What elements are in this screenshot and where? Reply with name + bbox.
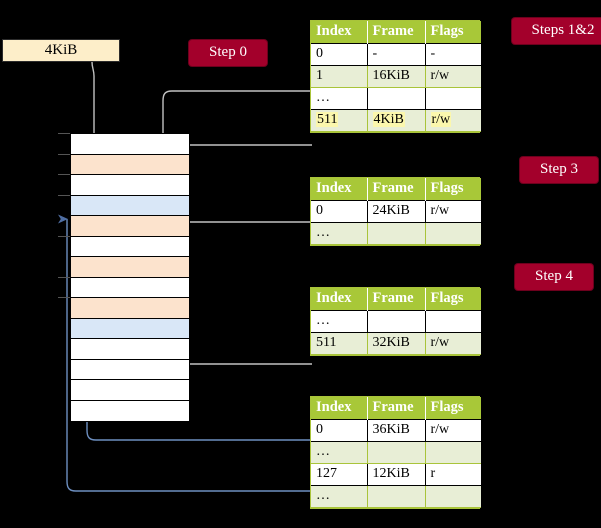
cell-frame (367, 222, 426, 245)
column-header-frame: Frame (367, 288, 426, 311)
table-row: … (311, 310, 481, 333)
cell-frame (367, 87, 426, 110)
column-header-index: Index (311, 178, 368, 201)
cell-flags: r/w (425, 419, 481, 442)
memory-tick (58, 174, 70, 175)
column-header-index: Index (311, 397, 368, 420)
column-header-index: Index (311, 288, 368, 311)
cell-frame (367, 485, 426, 508)
cell-flags (425, 441, 481, 464)
memory-tick (58, 195, 70, 196)
badge-step-3: Step 3 (520, 157, 598, 183)
cell-flags: r/w (425, 332, 481, 355)
cell-frame: 32KiB (367, 332, 426, 355)
cell-frame (367, 310, 426, 333)
column-header-frame: Frame (367, 21, 426, 44)
cell-index: 127 (311, 463, 368, 486)
memory-tick (58, 154, 70, 155)
cell-index: 511 (311, 332, 368, 355)
cell-index: 0 (311, 43, 368, 66)
cell-index: … (311, 87, 368, 110)
memory-tick (58, 133, 70, 134)
highlighted-value: r/w (430, 112, 452, 127)
cell-flags (425, 222, 481, 245)
cell-index: 0 (311, 200, 368, 223)
memory-frame-row (71, 277, 189, 298)
highlighted-value: 511 (316, 112, 339, 127)
cell-frame: 12KiB (367, 463, 426, 486)
cell-flags: r (425, 463, 481, 486)
column-header-frame: Frame (367, 178, 426, 201)
cell-flags: r/w (425, 65, 481, 88)
cell-frame: - (367, 43, 426, 66)
memory-frame-row (71, 380, 189, 401)
badge-step-4: Step 4 (515, 264, 593, 290)
memory-frame-row (71, 175, 189, 196)
table-row: … (311, 222, 481, 245)
cell-flags (425, 87, 481, 110)
memory-tick (58, 297, 70, 298)
memory-frame-row (71, 236, 189, 257)
memory-frame-row (71, 359, 189, 380)
cell-index: … (311, 222, 368, 245)
virtual-page-label: 4KiB (44, 42, 78, 58)
cell-frame: 16KiB (367, 65, 426, 88)
wire-pdpt-to-frame (175, 221, 312, 262)
cell-flags: - (425, 43, 481, 66)
badge-step-0: Step 0 (189, 40, 267, 66)
memory-tick (58, 277, 70, 278)
memory-frame-row (71, 318, 189, 339)
memory-frame-row (71, 298, 189, 319)
cell-flags (425, 485, 481, 508)
memory-frame-row (71, 400, 189, 421)
cell-index: 0 (311, 419, 368, 442)
column-header-flags: Flags (425, 21, 481, 44)
virtual-page-box: 4KiB (2, 39, 120, 62)
badge-steps-1-2: Steps 1&2 (512, 18, 601, 44)
cell-index: 511 (311, 109, 368, 132)
table-row: … (311, 441, 481, 464)
memory-frame-row (71, 134, 189, 155)
cell-frame (367, 441, 426, 464)
column-header-flags: Flags (425, 288, 481, 311)
cell-index: … (311, 310, 368, 333)
cell-flags: r/w (425, 200, 481, 223)
memory-tick (58, 236, 70, 237)
column-header-index: Index (311, 21, 368, 44)
cell-index: … (311, 485, 368, 508)
highlighted-value: 4KiB (372, 112, 405, 127)
table-row: 0-- (311, 43, 481, 66)
cell-index: 1 (311, 65, 368, 88)
memory-frame-row (71, 154, 189, 175)
table-row: 511 4KiB r/w (311, 109, 481, 132)
table-row: … (311, 485, 481, 508)
cell-frame: 36KiB (367, 419, 426, 442)
column-header-flags: Flags (425, 178, 481, 201)
memory-frame-row (71, 339, 189, 360)
column-header-flags: Flags (425, 397, 481, 420)
cell-flags (425, 310, 481, 333)
cell-frame: 24KiB (367, 200, 426, 223)
memory-frame-row (71, 216, 189, 237)
cell-frame: 4KiB (367, 109, 426, 132)
memory-frame-row (71, 195, 189, 216)
cell-index: … (311, 441, 368, 464)
physical-memory-column (70, 133, 190, 422)
memory-frame-row (71, 257, 189, 278)
cell-flags: r/w (425, 109, 481, 132)
table-row: … (311, 87, 481, 110)
column-header-frame: Frame (367, 397, 426, 420)
